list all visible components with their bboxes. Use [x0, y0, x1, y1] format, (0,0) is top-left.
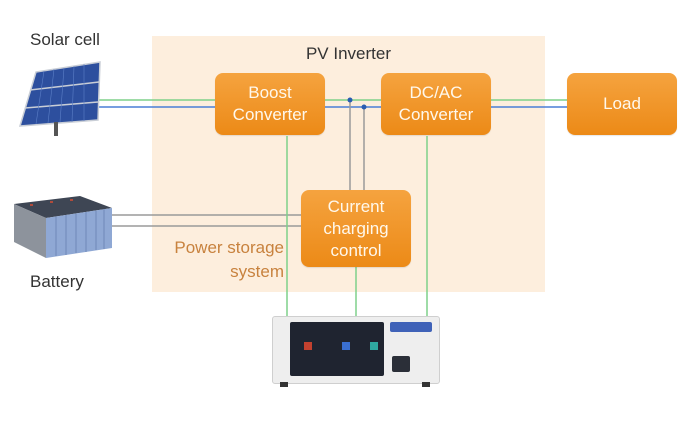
junction-dot-1: [347, 97, 353, 103]
dcac-converter-block: DC/AC Converter: [381, 73, 491, 135]
boost-converter-line1: Boost: [248, 83, 292, 102]
analyzer-screen: [290, 322, 384, 376]
analyzer-keypad: [390, 322, 432, 332]
power-analyzer-device: [272, 316, 440, 388]
solar-panel-icon: [18, 61, 101, 136]
analyzer-knob: [392, 356, 410, 372]
solar-cell-label: Solar cell: [30, 30, 100, 49]
load-block: Load: [567, 73, 677, 135]
charging-control-line3: control: [330, 240, 382, 260]
load-label: Load: [603, 94, 641, 113]
junction-dot-2: [361, 104, 367, 110]
charging-control-line1: Current: [327, 196, 385, 216]
dcac-converter-line1: DC/AC: [409, 83, 463, 102]
charging-control-line2: charging: [323, 218, 389, 238]
battery-label: Battery: [30, 272, 84, 291]
boost-converter-block: Boost Converter: [215, 73, 325, 135]
boost-converter-line2: Converter: [232, 105, 308, 124]
pv-inverter-title: PV Inverter: [305, 44, 392, 63]
battery-icon: [14, 196, 112, 258]
power-storage-line1: Power storage: [174, 238, 284, 257]
power-storage-line2: system: [230, 262, 284, 281]
dcac-converter-line2: Converter: [398, 105, 474, 124]
power-storage-label: Power storage system: [158, 236, 284, 284]
charging-control-block: Current charging control: [301, 190, 411, 267]
